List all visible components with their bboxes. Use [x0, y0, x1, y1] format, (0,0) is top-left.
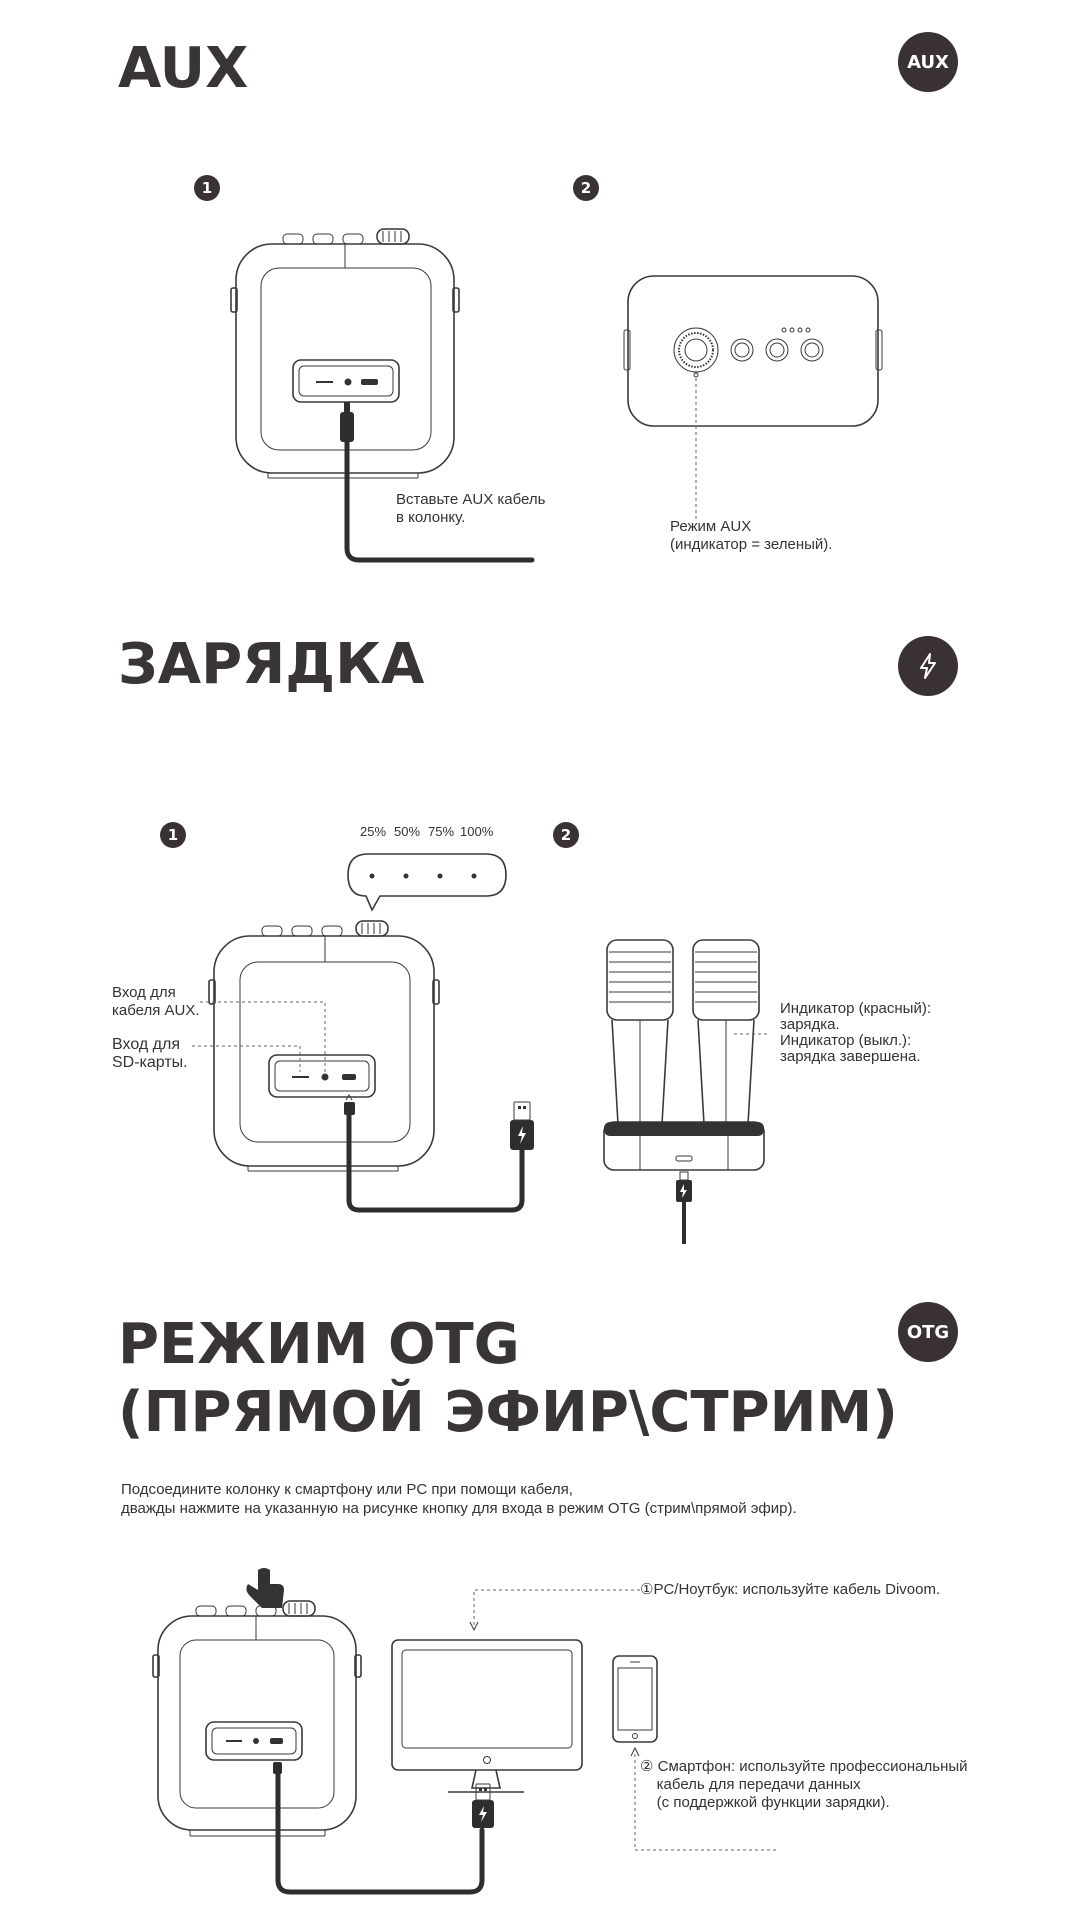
battery-level-100: 100%: [460, 824, 494, 839]
battery-level-50: 50%: [394, 824, 421, 839]
otg-section-title-line2: (ПРЯМОЙ ЭФИР\СТРИМ): [118, 1380, 898, 1445]
aux-step-1: 1: [194, 175, 220, 201]
otg-description-line1: Подсоедините колонку к смартфону или PC …: [121, 1481, 573, 1498]
aux-mode-indicator-note: Режим AUX (индикатор = зеленый).: [670, 518, 833, 553]
battery-level-75: 75%: [428, 824, 455, 839]
otg-description-line2: дважды нажмите на указанную на рисунке к…: [121, 1500, 797, 1517]
aux-step-2: 2: [573, 175, 599, 201]
aux-input-label: Вход для кабеля AUX.: [112, 984, 200, 1019]
pc-connection-note: ①PC/Ноутбук: используйте кабель Divoom.: [640, 1581, 941, 1598]
otg-badge: OTG: [898, 1302, 958, 1362]
aux-cable-instruction: Вставьте AUX кабель в колонку.: [396, 491, 546, 526]
smartphone-connection-note: ② Смартфон: используйте профессиональный…: [640, 1758, 968, 1811]
otg-section-title-line1: РЕЖИМ OTG: [118, 1312, 520, 1377]
aux-badge: AUX: [898, 32, 958, 92]
aux-section-title: AUX: [118, 36, 249, 101]
charge-step-2: 2: [553, 822, 579, 848]
aux-speaker-illustration: [230, 228, 883, 563]
battery-level-25: 25%: [360, 824, 387, 839]
mic-charging-indicator-note: Индикатор (красный): зарядка. Индикатор …: [780, 1000, 932, 1065]
sd-card-input-label: Вход для SD-карты.: [112, 1036, 188, 1071]
charge-illustration: [192, 853, 770, 1244]
lightning-badge: [898, 636, 958, 696]
charge-step-1: 1: [160, 822, 186, 848]
charge-section-title: ЗАРЯДКА: [118, 632, 425, 697]
lightning-icon: [920, 653, 936, 679]
